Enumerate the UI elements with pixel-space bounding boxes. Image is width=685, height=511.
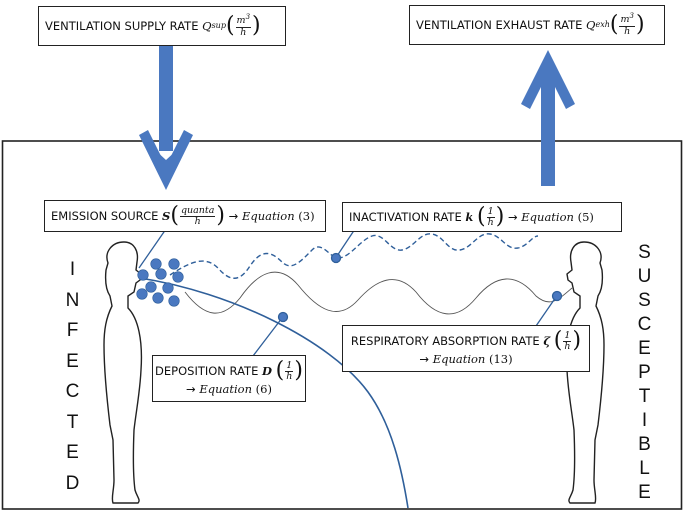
particle-cloud [136,258,184,307]
absorption-equation-number: (13) [489,352,513,367]
particle [155,268,167,280]
supply-rate-subscript: sup [211,21,226,30]
susceptible-letter: L [639,458,651,479]
susceptible-letter: C [637,314,653,335]
infected-letter: E [66,442,80,463]
leader-lines [138,228,563,357]
exhaust-rate-subscript: exh [595,20,610,29]
particle [168,258,180,270]
room-outline [1,140,683,510]
absorption-rate-symbol: ζ [543,334,551,349]
supply-rate-symbol: Q [202,18,212,33]
inactivation-rate-text: INACTIVATION RATE [349,209,462,224]
airborne-transport-wave [184,271,573,315]
supply-rate-text: VENTILATION SUPPLY RATE [45,18,199,33]
particle [172,271,184,283]
emission-source-box: EMISSION SOURCE S ( quanta h ) → Equatio… [44,200,326,232]
susceptible-label: S U S C E P T I B L E [630,241,660,505]
supply-rate-unit: m3 h [235,13,252,38]
absorption-equation-label: Equation [432,352,486,367]
supply-arrow [139,46,193,190]
exhaust-arrow [521,50,575,186]
deposition-equation-label: Equation [199,382,252,397]
absorption-rate-box: RESPIRATORY ABSORPTION RATE ζ ( 1 h ) → … [342,325,590,372]
exhaust-rate-text: VENTILATION EXHAUST RATE [416,17,583,32]
emission-source-symbol: S [162,208,171,223]
absorption-arrow: → [419,352,430,367]
deposition-marker-dot [277,311,289,323]
susceptible-person-silhouette [565,241,605,504]
particle [150,258,162,270]
particle [145,281,157,293]
emission-leader [138,228,167,269]
inactivation-rate-symbol: k [465,209,474,224]
infected-label: I N F E C T E D [58,255,88,499]
exhaust-rate-symbol: Q [586,17,596,32]
emission-source-text: EMISSION SOURCE [51,208,159,223]
susceptible-letter: E [638,482,652,503]
deposition-rate-unit: 1 h [285,359,294,382]
deposition-rate-symbol: D [262,364,272,379]
absorption-rate-unit: 1 h [563,329,572,352]
particle [136,288,148,300]
deposition-trajectory [139,277,409,509]
infected-letter: I [69,259,77,280]
susceptible-letter: I [641,410,649,431]
susceptible-letter: U [637,266,653,287]
exhaust-rate-unit: m3 h [619,12,635,37]
inactivation-arrow: → [507,209,518,224]
infected-letter: E [66,350,80,372]
deposition-equation-number: (6) [255,382,272,397]
absorption-rate-text: RESPIRATORY ABSORPTION RATE [350,334,540,349]
infected-letter: D [65,472,81,494]
susceptible-letter: P [638,362,652,383]
inactivation-equation-label: Equation [521,209,574,224]
emission-equation-number: (3) [298,208,315,223]
emission-arrow: → [228,208,239,223]
absorption-marker-dot [551,290,563,302]
absorption-leader [535,296,557,327]
inactivation-equation-number: (5) [577,209,594,224]
deposition-rate-text: DEPOSITION RATE [155,364,259,379]
susceptible-letter: S [638,290,652,311]
inactivation-dashed-wave [169,233,539,279]
infected-letter: N [65,289,81,311]
inactivation-rate-box: INACTIVATION RATE k ( 1 h ) → Equation (… [342,202,622,232]
particle [137,269,149,281]
deposition-leader [252,317,283,357]
infected-letter: C [65,381,81,402]
deposition-arrow: → [186,382,196,397]
emission-equation-label: Equation [241,208,295,223]
susceptible-letter: S [638,242,652,263]
particle [162,282,174,294]
inactivation-marker-dot [330,252,342,264]
emission-source-unit: quanta h [179,204,216,227]
infected-letter: F [66,320,80,341]
susceptible-letter: E [638,338,652,359]
inactivation-leader [336,228,356,257]
infected-letter: T [66,411,80,433]
infected-person-silhouette [103,241,143,504]
particle [168,295,180,307]
susceptible-letter: B [638,434,652,455]
deposition-rate-box: DEPOSITION RATE D ( 1 h ) → Equation (6) [152,355,306,402]
particle [152,292,164,304]
inactivation-rate-unit: 1 h [486,205,495,228]
susceptible-letter: T [638,386,652,407]
